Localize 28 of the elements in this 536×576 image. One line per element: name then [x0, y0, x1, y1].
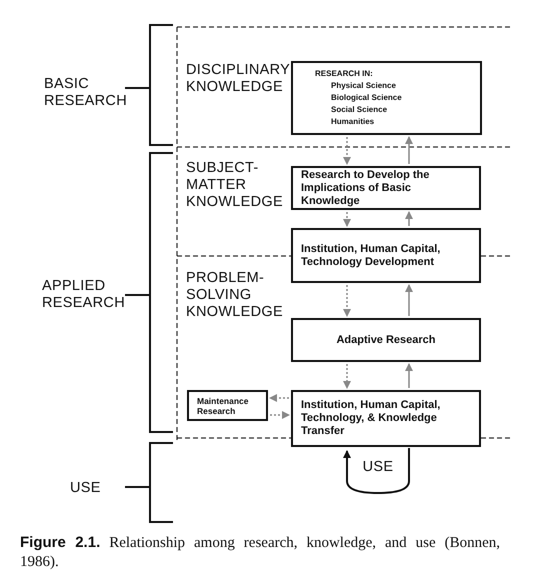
loop-arrow — [343, 448, 410, 494]
arrow — [405, 211, 413, 226]
box-heading: RESEARCH IN: — [315, 68, 374, 80]
arrow — [343, 137, 351, 165]
research-heading: APPLIED RESEARCH — [42, 278, 126, 312]
arrow — [270, 411, 290, 419]
process-box: Adaptive Research — [291, 318, 481, 362]
research-heading: BASIC RESEARCH — [44, 76, 128, 110]
process-box: Research to Develop the Implications of Basic Knowledge — [291, 166, 481, 210]
figure-caption: Figure 2.1. Relationship among research, knowledge, and use (Bonnen, 1986). — [20, 533, 500, 572]
arrow — [405, 363, 413, 388]
process-box: Maintenance Research — [187, 390, 268, 421]
process-box: Institution, Human Capital, Technology, & Knowledge Transfer — [291, 390, 481, 447]
arrow — [269, 394, 289, 402]
list-item: Social Science — [330, 104, 388, 116]
arrow — [343, 364, 351, 389]
arrow — [405, 136, 413, 164]
list-item: Humanities — [330, 116, 376, 128]
list-item: Biological Science — [330, 92, 403, 104]
use-heading: USE — [70, 480, 102, 497]
arrow — [405, 284, 413, 316]
knowledge-heading: SUBJECT-MATTER KNOWLEDGE — [186, 160, 284, 211]
research-box — [291, 61, 482, 135]
arrow — [343, 285, 351, 317]
arrow — [343, 212, 351, 227]
knowledge-heading: PROBLEM-SOLVING KNOWLEDGE — [186, 270, 284, 321]
list-item: Physical Science — [330, 80, 397, 92]
process-box: Institution, Human Capital, Technology Development — [291, 228, 481, 283]
